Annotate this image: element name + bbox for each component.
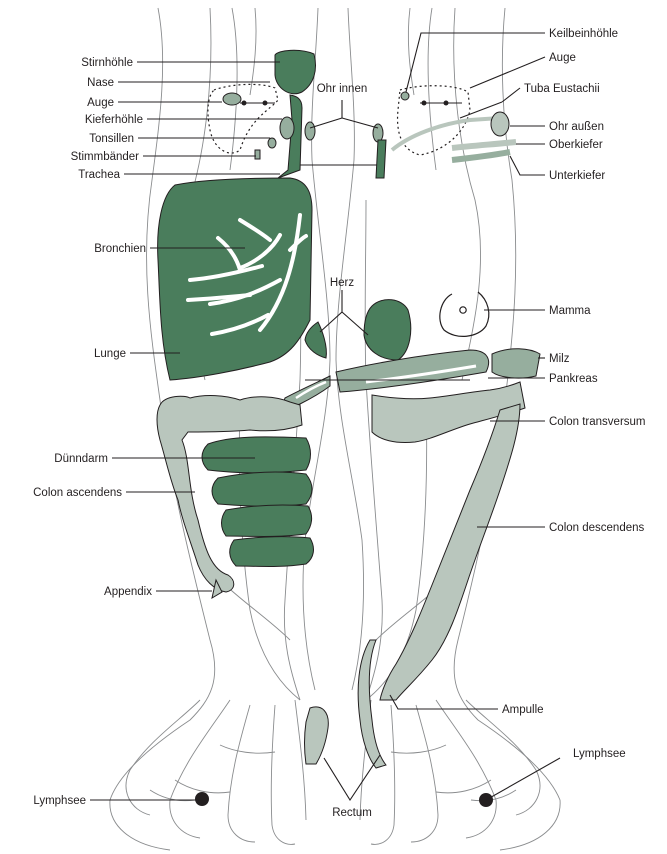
label-unterkiefer: Unterkiefer (549, 170, 605, 182)
mamma-zone (440, 292, 489, 336)
label-tuba-eustachii: Tuba Eustachii (524, 83, 600, 95)
head-left (208, 50, 316, 178)
label-rectum: Rectum (332, 807, 372, 819)
small-intestine-zone (202, 437, 313, 567)
vocal-cord-zone (255, 150, 260, 159)
label-appendix: Appendix (104, 586, 152, 598)
label-ohr-innen: Ohr innen (317, 83, 368, 95)
label-lunge: Lunge (94, 348, 126, 360)
tonsil-zone (268, 138, 276, 148)
head-right (373, 86, 516, 178)
frontal-sinus-zone (275, 50, 316, 93)
label-colon-transversum: Colon transversum (549, 416, 646, 428)
label-bronchien: Bronchien (94, 243, 146, 255)
label-lymphsee-left: Lymphsee (33, 795, 86, 807)
label-nase: Nase (87, 77, 114, 89)
label-stirnhoehle: Stirnhöhle (81, 57, 133, 69)
label-stimmbaender: Stimmbänder (71, 151, 140, 163)
label-ampulle: Ampulle (502, 704, 544, 716)
label-auge-right: Auge (549, 52, 576, 64)
label-tonsillen: Tonsillen (89, 133, 134, 145)
label-colon-ascendens: Colon ascendens (33, 487, 122, 499)
colon-zones (157, 382, 525, 768)
pancreas-zone (336, 350, 489, 392)
label-ohr-aussen: Ohr außen (549, 121, 604, 133)
maxillary-sinus-zone (280, 117, 294, 139)
outer-ear-zone (491, 112, 509, 136)
label-kieferhoehle: Kieferhöhle (85, 114, 143, 126)
sphenoid-sinus-zone (401, 92, 409, 100)
label-herz: Herz (330, 277, 355, 289)
trachea-zone-right (376, 140, 386, 178)
label-milz: Milz (549, 353, 570, 365)
label-duenndarm: Dünndarm (54, 453, 108, 465)
label-trachea: Trachea (78, 169, 120, 181)
label-oberkiefer: Oberkiefer (549, 139, 603, 151)
heart-zones (305, 300, 411, 360)
spleen-zone (492, 349, 540, 378)
label-auge-left: Auge (87, 97, 114, 109)
label-lymphsee-right: Lymphsee (573, 748, 626, 760)
lung-zone (158, 178, 312, 380)
label-colon-descendens: Colon descendens (549, 522, 645, 534)
label-mamma: Mamma (549, 305, 591, 317)
label-keilbeinhoehle: Keilbeinhöhle (549, 28, 618, 40)
eye-zone-left (223, 93, 241, 105)
lymph-point-left (195, 792, 209, 806)
labels: Stirnhöhle Nase Auge Kieferhöhle Tonsill… (33, 28, 645, 819)
inner-ear-zone-left (305, 122, 315, 140)
lower-jaw-zone (452, 152, 510, 160)
label-pankreas: Pankreas (549, 373, 598, 385)
